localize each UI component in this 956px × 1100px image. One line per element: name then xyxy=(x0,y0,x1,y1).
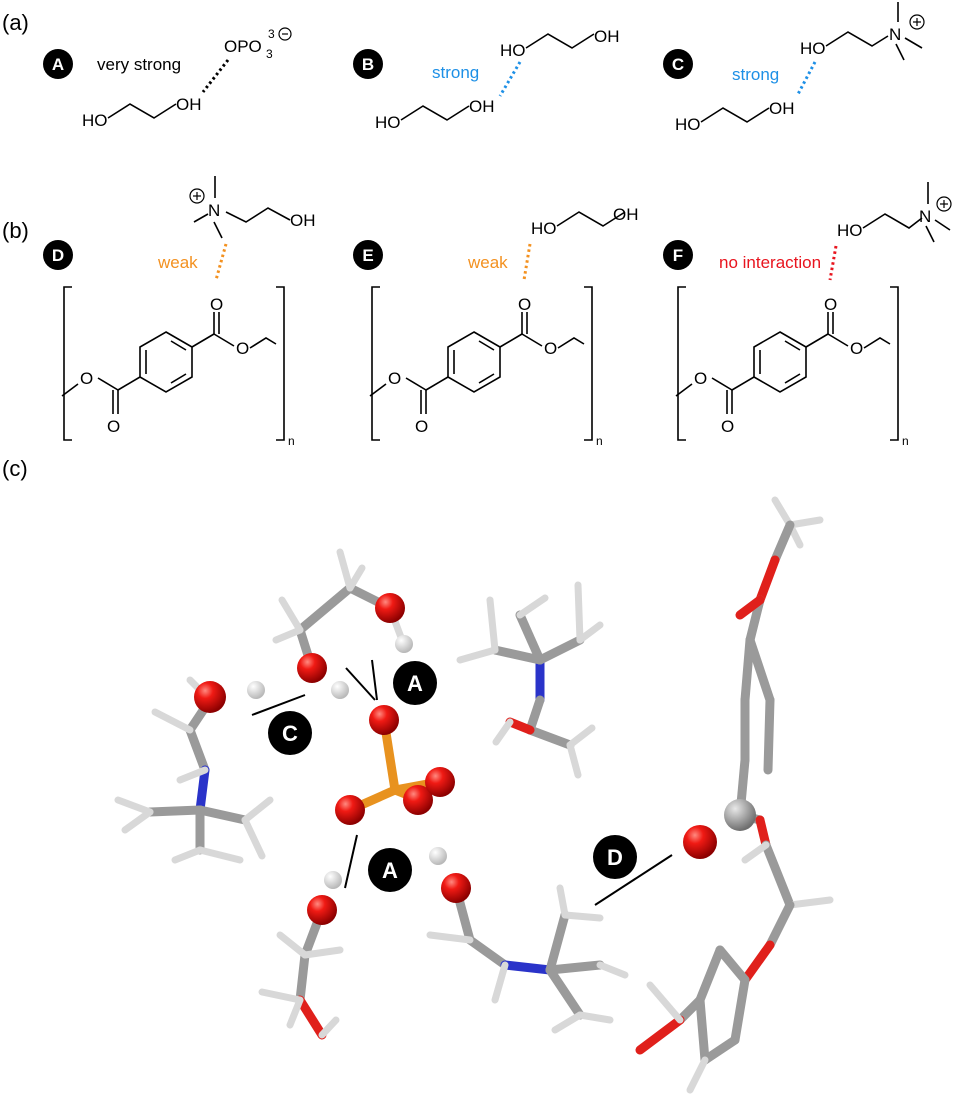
ethylene-glycol-top-model xyxy=(272,548,413,699)
badge-b xyxy=(353,49,383,79)
eg-c-oh: OH xyxy=(769,99,795,118)
badge-b-label: B xyxy=(362,55,374,74)
f-carbonyl-o-bottom: O xyxy=(721,417,734,436)
pointer-d xyxy=(594,854,673,906)
e-carbonyl-o-top: O xyxy=(518,295,531,314)
model-badge-d-label: D xyxy=(607,845,623,870)
phosphate-charge-number: 3 xyxy=(268,27,275,41)
badge-c-label: C xyxy=(672,55,684,74)
f-carbonyl-o-top: O xyxy=(824,295,837,314)
badge-f xyxy=(663,240,693,270)
eg-top-ho: HO xyxy=(500,41,526,60)
structure-f: F no interaction HO N n O O O O xyxy=(663,182,952,448)
minus-charge-icon xyxy=(278,27,292,41)
panel-label-a: (a) xyxy=(2,10,29,35)
interaction-label-e: weak xyxy=(467,253,508,272)
ethylene-glycol-bottom-model xyxy=(258,871,344,1040)
model-badge-a-bottom-label: A xyxy=(382,858,398,883)
phosphate-model xyxy=(335,705,455,825)
badge-d xyxy=(43,240,73,270)
interaction-label-b: strong xyxy=(432,63,479,82)
choline-left-model xyxy=(114,676,274,864)
phosphate-label: OPO xyxy=(224,37,262,56)
f-ester-o-left: O xyxy=(694,369,707,388)
d-carbonyl-o-top: O xyxy=(210,295,223,314)
plus-charge-icon xyxy=(909,14,925,30)
e-ester-o-right: O xyxy=(544,339,557,358)
eg-bottom-chain xyxy=(400,105,470,121)
structure-b: B strong HO OH HO OH xyxy=(353,27,620,132)
f-repeat-n: n xyxy=(902,434,909,448)
eg-c-ho: HO xyxy=(675,115,701,134)
ethylene-glycol-oh: OH xyxy=(176,95,202,114)
model-badge-a-top-label: A xyxy=(407,671,423,696)
e-repeat-n: n xyxy=(596,434,603,448)
d-repeat-n: n xyxy=(288,434,295,448)
e-ester-o-left: O xyxy=(388,369,401,388)
f-choline-ho: HO xyxy=(837,221,863,240)
phosphate-subscript: 3 xyxy=(266,47,273,61)
interaction-label-d: weak xyxy=(157,253,198,272)
pointer-a-bottom xyxy=(344,834,358,889)
f-ester-o-right: O xyxy=(850,339,863,358)
e-eg-oh: OH xyxy=(613,205,639,224)
d-choline-n: N xyxy=(208,201,220,220)
badge-c xyxy=(663,49,693,79)
structure-e: E weak HO OH n O O O O xyxy=(353,205,639,448)
eg-top-chain xyxy=(525,33,595,49)
hbond-weak-e xyxy=(522,243,532,281)
model-badge-a-top xyxy=(393,661,437,705)
choline-chain xyxy=(825,31,889,47)
badge-e-label: E xyxy=(362,246,373,265)
eg-c-chain xyxy=(700,107,770,123)
pointer-a-top-2 xyxy=(371,659,378,701)
badge-a-label: A xyxy=(52,55,64,74)
choline-n: N xyxy=(889,25,901,44)
panel-label-c: (c) xyxy=(2,456,28,481)
ethylene-glycol-ho: HO xyxy=(82,111,108,130)
model-badge-c xyxy=(268,711,312,755)
badge-a xyxy=(43,49,73,79)
hbond-strong-b xyxy=(498,61,522,97)
structure-a: A very strong OPO 3 3 HO OH xyxy=(43,27,292,130)
e-carbonyl-o-bottom: O xyxy=(415,417,428,436)
hbond-strong-c xyxy=(795,61,817,97)
structure-c: C strong HO N HO OH xyxy=(663,2,925,134)
d-ester-o-left: O xyxy=(80,369,93,388)
structure-d: D weak N OH n O O O O xyxy=(43,176,316,448)
interaction-label-c: strong xyxy=(732,65,779,84)
choline-bottom-model xyxy=(426,847,629,1034)
choline-ho: HO xyxy=(800,39,826,58)
hbond-weak-d xyxy=(214,243,228,281)
interaction-label-a: very strong xyxy=(97,55,181,74)
d-ester-o-right: O xyxy=(236,339,249,358)
model-badge-a-bottom xyxy=(368,848,412,892)
eg-bottom-ho: HO xyxy=(375,113,401,132)
e-eg-ho: HO xyxy=(531,219,557,238)
badge-f-label: F xyxy=(673,246,683,265)
choline-right-model xyxy=(456,581,604,779)
model-badge-c-label: C xyxy=(282,721,298,746)
pointer-a-top-1 xyxy=(345,667,376,701)
badge-e xyxy=(353,240,383,270)
no-interaction-f xyxy=(828,245,838,281)
d-choline-oh: OH xyxy=(290,211,316,230)
interaction-label-f: no interaction xyxy=(719,253,821,272)
model-badge-d xyxy=(593,835,637,879)
hbond-very-strong-a xyxy=(201,59,230,93)
pointer-c xyxy=(251,694,306,716)
pet-chain-model xyxy=(635,496,834,1094)
f-choline-n: N xyxy=(919,207,931,226)
molecular-model-3d: A C A D xyxy=(114,496,834,1094)
panel-label-b: (b) xyxy=(2,218,29,243)
ethylene-glycol-chain xyxy=(107,103,177,119)
eg-bottom-oh: OH xyxy=(469,97,495,116)
d-carbonyl-o-bottom: O xyxy=(107,417,120,436)
eg-top-oh: OH xyxy=(594,27,620,46)
badge-d-label: D xyxy=(52,246,64,265)
